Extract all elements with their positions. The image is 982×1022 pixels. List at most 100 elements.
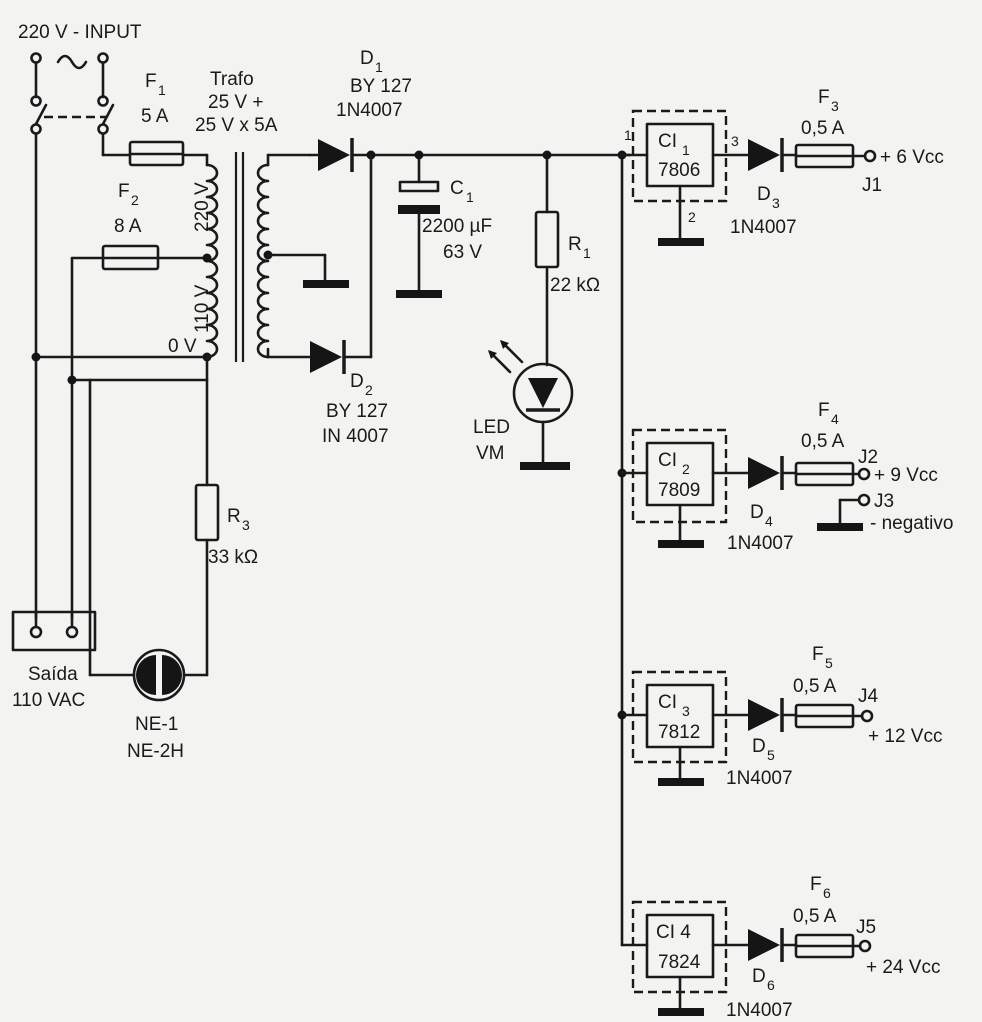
ci4-name: CI 4 (656, 922, 691, 943)
ci1-pin-out: 3 (731, 133, 739, 149)
ci3-part: 7812 (658, 722, 700, 743)
f1-rating: 5 A (141, 106, 169, 127)
diode-d5: D 5 1N4007 (726, 698, 793, 789)
ci2-name: CI (658, 450, 677, 471)
f2-sub: 2 (131, 192, 139, 208)
f3-rating: 0,5 A (801, 118, 845, 139)
regulator-ci4: CI 4 7824 (631, 900, 728, 1016)
j4-voltage: + 12 Vcc (868, 726, 942, 747)
input-terminal-right (97, 52, 109, 64)
d2-line1: BY 127 (326, 401, 388, 422)
d6-sub: 6 (767, 977, 775, 993)
neon-line2: NE-2H (127, 741, 184, 762)
c1-sub: 1 (466, 189, 474, 205)
f4-rating: 0,5 A (801, 431, 845, 452)
ci1-name: CI (658, 131, 677, 152)
neon-lamp: NE-1 NE-2H (127, 648, 186, 762)
j5-voltage: + 24 Vcc (866, 957, 940, 978)
r3-name: R (227, 506, 241, 527)
ac-sine-icon (56, 54, 88, 70)
ci4-part: 7824 (658, 952, 701, 973)
r1-sub: 1 (583, 245, 591, 261)
f5-name: F (812, 644, 824, 665)
d6-name: D (752, 966, 766, 987)
outlet-line1: Saída (28, 664, 78, 685)
fuse-f1: F 1 5 A (128, 71, 185, 167)
d6-part: 1N4007 (726, 1000, 793, 1021)
diode-d1: D 1 BY 127 1N4007 (318, 48, 412, 172)
led-indicator: LED VM (473, 340, 574, 470)
f2-name: F (118, 181, 130, 202)
j1-jack: J1 (862, 175, 882, 196)
f3-sub: 3 (831, 98, 839, 114)
d3-name: D (757, 184, 771, 205)
f5-rating: 0,5 A (793, 676, 837, 697)
j2-voltage: + 9 Vcc (874, 465, 938, 486)
outlet-110vac: Saída 110 VAC (11, 610, 97, 711)
f1-sub: 1 (158, 82, 166, 98)
d3-part: 1N4007 (730, 217, 797, 238)
transformer: Trafo 25 V + 25 V x 5A 220 V 110 V 0 V (168, 69, 278, 362)
f4-name: F (818, 400, 830, 421)
f6-sub: 6 (823, 885, 831, 901)
fuse-f2: F 2 8 A (101, 181, 160, 271)
d4-part: 1N4007 (727, 533, 794, 554)
led-line2: VM (476, 443, 505, 464)
ci1-pin-in: 1 (624, 127, 632, 143)
tap-220v-label: 220 V (192, 182, 213, 232)
f6-rating: 0,5 A (793, 906, 837, 927)
d2-sub: 2 (365, 382, 373, 398)
r1-value: 22 kΩ (550, 275, 600, 296)
tap-110v-label: 110 V (192, 284, 213, 333)
d1-line1: BY 127 (350, 76, 412, 97)
ci3-name: CI (658, 692, 677, 713)
ci2-part: 7809 (658, 480, 700, 501)
input-label: 220 V - INPUT (18, 22, 142, 43)
r3-value: 33 kΩ (208, 547, 258, 568)
regulator-ci2: CI 2 7809 (631, 428, 728, 548)
output-j4: J4 + 12 Vcc (858, 686, 942, 747)
d1-name: D (360, 48, 374, 69)
diode-d4: D 4 1N4007 (727, 456, 794, 554)
capacitor-c1: C 1 2200 µF 63 V (396, 150, 492, 298)
transformer-name: Trafo (210, 69, 254, 90)
f3-name: F (818, 87, 830, 108)
output-j5: J5 + 24 Vcc (856, 917, 940, 978)
input-terminal-left (30, 52, 42, 64)
fuse-f3: F 3 0,5 A (794, 87, 855, 169)
regulator-ci1: CI 1 7806 1 3 2 (624, 109, 739, 246)
j3-voltage: - negativo (870, 513, 953, 534)
led-line1: LED (473, 417, 510, 438)
f5-sub: 5 (825, 655, 833, 671)
output-j1: + 6 Vcc J1 (862, 147, 944, 196)
ac-input: 220 V - INPUT (18, 22, 142, 70)
f2-rating: 8 A (114, 216, 142, 237)
regulator-ci3: CI 3 7812 (631, 670, 728, 786)
d5-sub: 5 (767, 747, 775, 763)
fuse-f5: F 5 0,5 A (793, 644, 855, 729)
ci2-sub: 2 (682, 461, 690, 477)
d2-line2: IN 4007 (322, 426, 389, 447)
r1-name: R (568, 234, 582, 255)
neon-line1: NE-1 (135, 714, 178, 735)
ground-symbol (303, 280, 349, 288)
d4-name: D (750, 502, 764, 523)
fuse-f4: F 4 0,5 A (794, 400, 855, 487)
diode-d6: D 6 1N4007 (726, 928, 793, 1021)
tap-0v-label: 0 V (168, 336, 197, 357)
d1-line2: 1N4007 (336, 100, 403, 121)
d1-sub: 1 (375, 59, 383, 75)
diode-d2: D 2 BY 127 IN 4007 (310, 340, 389, 447)
j2-jack: J2 (858, 447, 878, 468)
c1-value: 2200 µF (422, 216, 492, 237)
d4-sub: 4 (765, 513, 773, 529)
f4-sub: 4 (831, 411, 839, 427)
d3-sub: 3 (772, 195, 780, 211)
f6-name: F (810, 874, 822, 895)
diode-d3: D 3 1N4007 (730, 138, 797, 238)
output-j2: J2 + 9 Vcc (857, 447, 938, 486)
fuse-f6: F 6 0,5 A (793, 874, 855, 959)
r3-sub: 3 (242, 517, 250, 533)
